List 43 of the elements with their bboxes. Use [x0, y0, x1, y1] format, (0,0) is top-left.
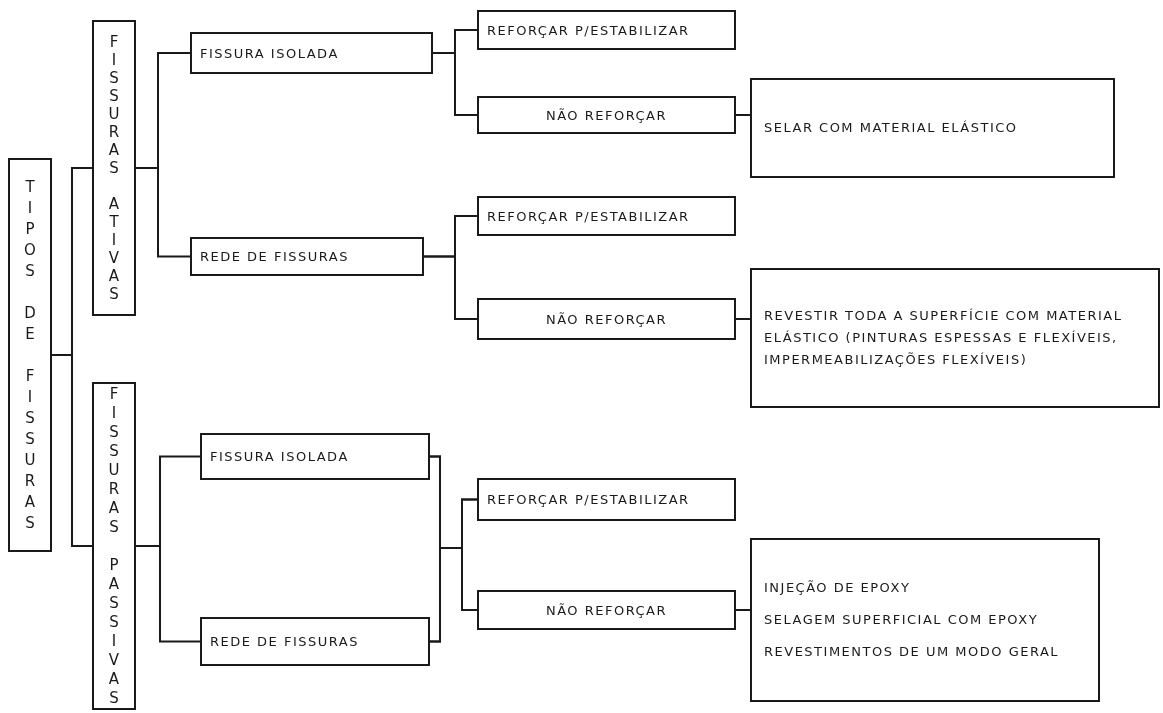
flow-box — [477, 10, 736, 50]
box-text: REVESTIR TODA A SUPERFÍCIE COM MATERIAL ELÁSTICO (PINTURAS ESPESSAS E FLEXÍVEIS, IMPERMEABILIZAÇÕES FLEXÍVEIS) — [764, 306, 1124, 370]
category-box — [92, 20, 136, 316]
flow-box — [750, 78, 1115, 178]
flow-box — [200, 433, 430, 480]
box-text: REFORÇAR P/ESTABILIZAR — [487, 22, 690, 38]
box-text: REFORÇAR P/ESTABILIZAR — [487, 492, 690, 507]
connector-line — [51, 354, 93, 547]
connector-line — [735, 609, 751, 611]
flow-box — [200, 617, 430, 666]
box-text: FISSURA ISOLADA — [210, 449, 349, 464]
flow-box — [477, 96, 736, 134]
connector-line — [735, 114, 751, 116]
box-text: NÃO REFORÇAR — [545, 311, 668, 327]
connector-line — [423, 255, 478, 320]
connector-line — [135, 167, 191, 258]
box-text: NÃO REFORÇAR — [545, 602, 668, 618]
flow-box — [477, 298, 736, 340]
box-text: FISSURA ISOLADA — [200, 45, 339, 61]
flow-box — [477, 590, 736, 630]
box-text: REDE DE FISSURAS — [200, 249, 349, 264]
box-text: FISSURAS PASSIVAS — [107, 384, 121, 708]
connector-line — [735, 318, 751, 320]
box-text: FISSURAS ATIVAS — [107, 33, 121, 303]
connector-line — [135, 545, 201, 643]
category-box — [92, 382, 136, 710]
box-text: SELAGEM SUPERFICIAL COM EPOXY — [764, 610, 1040, 629]
flow-box — [750, 268, 1160, 408]
connector-line — [429, 547, 478, 643]
flow-box — [190, 237, 424, 276]
box-text: REFORÇAR P/ESTABILIZAR — [487, 208, 690, 224]
flow-box — [477, 478, 736, 521]
box-text: TIPOS DE FISSURAS — [23, 176, 37, 534]
box-text: NÃO REFORÇAR — [545, 107, 668, 123]
category-box — [8, 158, 52, 552]
flow-box — [190, 32, 433, 74]
box-text: REVESTIMENTOS DE UM MODO GERAL — [764, 643, 1061, 662]
flow-box — [750, 538, 1100, 702]
box-text: SELAR COM MATERIAL ELÁSTICO — [764, 118, 1019, 137]
box-text: INJEÇÃO DE EPOXY — [764, 578, 912, 597]
flow-box — [477, 196, 736, 236]
connector-line — [432, 52, 478, 116]
box-text: REDE DE FISSURAS — [210, 634, 359, 649]
